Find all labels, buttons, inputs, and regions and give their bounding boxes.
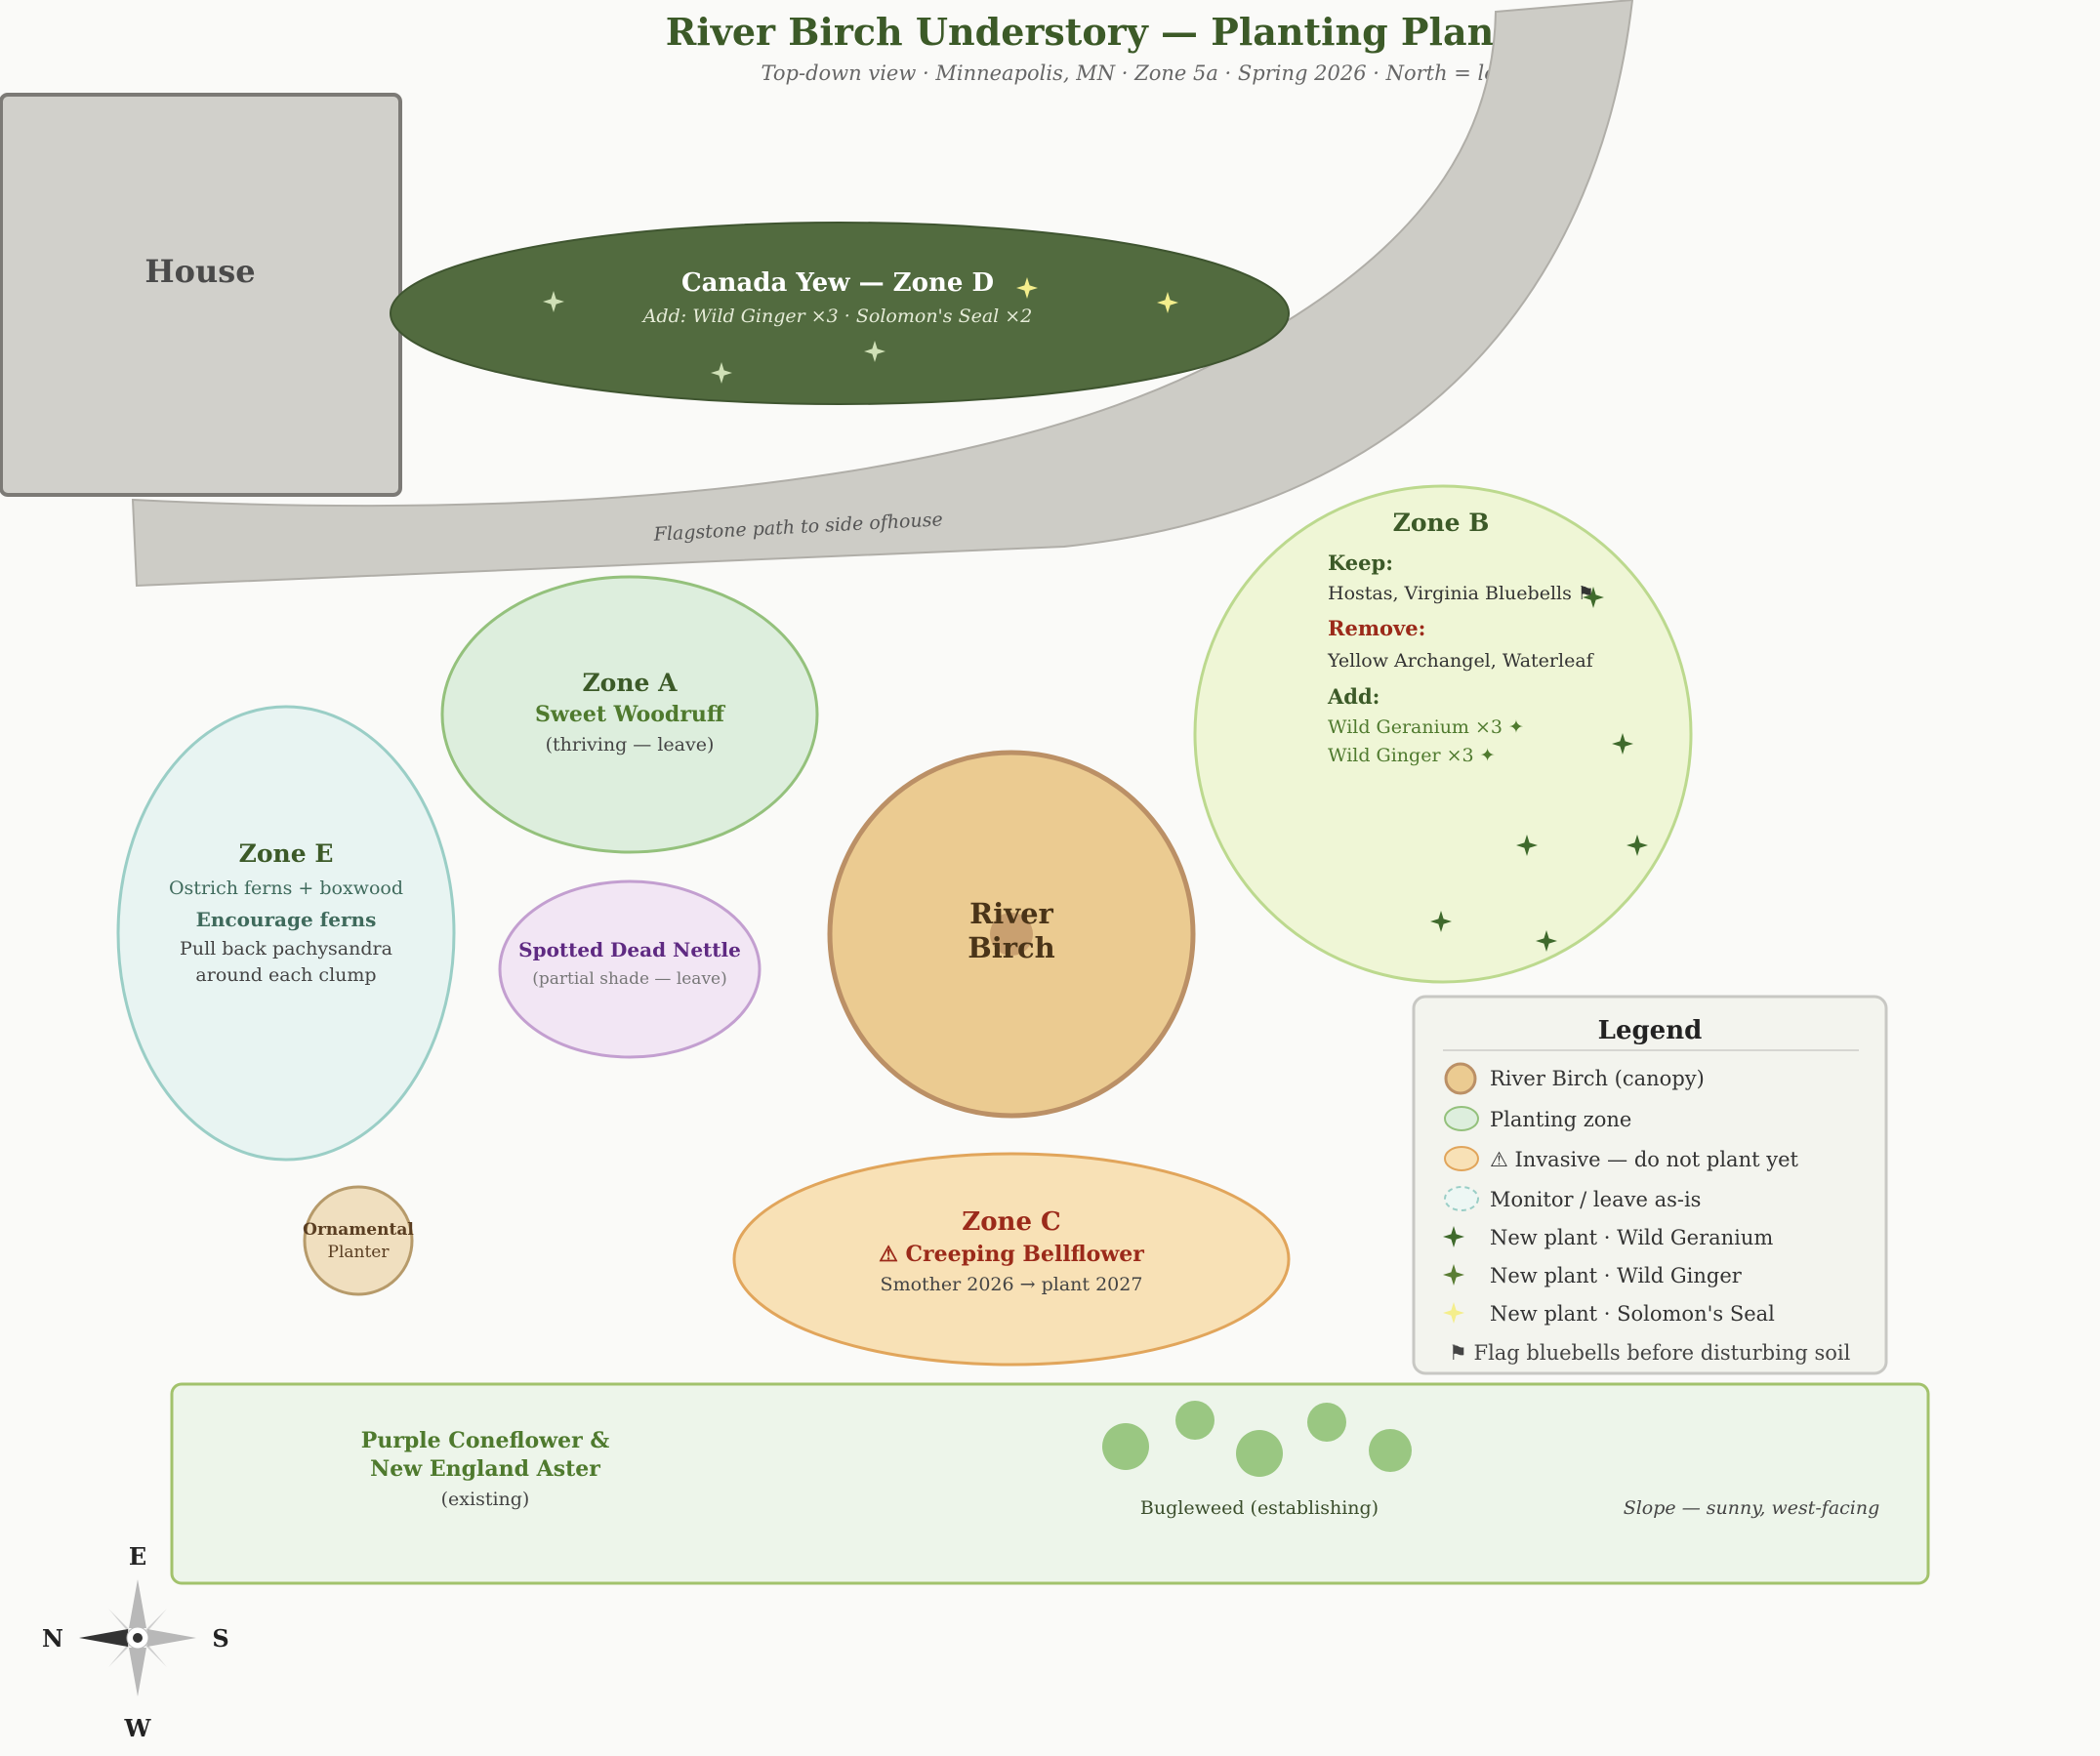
zone-c-note: Smother 2026 → plant 2027 — [881, 1274, 1143, 1295]
zone-d-title: Canada Yew — Zone D — [681, 268, 994, 298]
legend: Legend River Birch (canopy) Planting zon… — [1412, 995, 1888, 1375]
compass-south-arrow-icon — [147, 1629, 196, 1647]
zone-e-line-2: Encourage ferns — [196, 908, 377, 931]
zone-e-line-4: around each clump — [195, 964, 376, 986]
legend-label: River Birch (canopy) — [1490, 1067, 1705, 1090]
zone-b-add-item-1: Wild Geranium ×3 ✦ — [1328, 716, 1524, 738]
legend-item-wild-ginger: New plant · Wild Ginger — [1443, 1264, 1743, 1287]
legend-label: New plant · Solomon's Seal — [1490, 1302, 1775, 1326]
page-subtitle: Top-down view · Minneapolis, MN · Zone 5… — [762, 61, 1507, 85]
coneflower-line-1: Purple Coneflower & — [361, 1428, 610, 1453]
zone-d: Canada Yew — Zone D Add: Wild Ginger ×3 … — [390, 222, 1290, 405]
nettle-title: Spotted Dead Nettle — [518, 938, 741, 961]
monitor-swatch-icon — [1444, 1186, 1479, 1211]
zone-e: Zone E Ostrich ferns + boxwood Encourage… — [116, 705, 456, 1162]
planter-line-2: Planter — [328, 1243, 391, 1262]
bugleweed-icon — [1369, 1429, 1412, 1472]
compass-s-label: S — [212, 1624, 228, 1653]
compass-east-arrow-icon — [129, 1579, 146, 1628]
zone-d-note: Add: Wild Ginger ×3 · Solomon's Seal ×2 — [641, 306, 1033, 327]
zone-e-line-3: Pull back pachysandra — [180, 938, 392, 960]
zone-b: Zone B Keep: Hostas, Virginia Bluebells … — [1193, 484, 1693, 984]
zone-c-title: Zone C — [962, 1207, 1061, 1237]
zone-b-add-item-2: Wild Ginger ×3 ✦ — [1328, 745, 1496, 766]
house-label: House — [144, 253, 255, 290]
spotted-dead-nettle-zone: Spotted Dead Nettle (partial shade — lea… — [498, 879, 762, 1059]
compass-e-label: E — [129, 1542, 146, 1571]
compass-rose — [79, 1579, 196, 1696]
zone-a: Zone A Sweet Woodruff (thriving — leave) — [440, 575, 819, 854]
compass-north-arrow-icon — [79, 1629, 128, 1647]
legend-item-solomons-seal: New plant · Solomon's Seal — [1443, 1302, 1775, 1326]
invasive-swatch-icon — [1444, 1146, 1479, 1171]
legend-label: Planting zone — [1490, 1108, 1631, 1131]
house: House — [0, 93, 402, 497]
coneflower-line-2: New England Aster — [370, 1456, 600, 1482]
zone-c: Zone C ⚠ Creeping Bellflower Smother 202… — [732, 1152, 1291, 1367]
zone-a-plant: Sweet Woodruff — [535, 702, 726, 727]
bugleweed-icon — [1236, 1430, 1283, 1477]
birch-label-line-1: River — [969, 897, 1053, 930]
legend-item-river-birch: River Birch (canopy) — [1444, 1062, 1705, 1095]
zone-b-remove-items: Yellow Archangel, Waterleaf — [1327, 650, 1595, 672]
birch-trunk — [990, 913, 1033, 956]
legend-item-planting-zone: Planting zone — [1444, 1106, 1631, 1131]
birch-label-line-2: Birch — [968, 931, 1055, 964]
slope-note: Slope — sunny, west-facing — [1624, 1497, 1880, 1519]
compass-n-label: N — [42, 1624, 63, 1653]
legend-item-invasive: ⚠ Invasive — do not plant yet — [1444, 1146, 1798, 1171]
zone-e-line-1: Ostrich ferns + boxwood — [169, 878, 403, 899]
legend-label: New plant · Wild Geranium — [1490, 1226, 1773, 1249]
zone-b-keep-label: Keep: — [1328, 551, 1393, 575]
zone-a-note: (thriving — leave) — [546, 734, 715, 755]
nettle-note: (partial shade — leave) — [532, 969, 727, 989]
zone-b-title: Zone B — [1393, 509, 1490, 537]
coneflower-note: (existing) — [441, 1489, 530, 1510]
zone-c-warning: ⚠ Creeping Bellflower — [879, 1242, 1144, 1267]
planter-line-1: Ornamental — [303, 1220, 414, 1240]
bugleweed-icon — [1175, 1401, 1215, 1440]
legend-label: New plant · Wild Ginger — [1490, 1264, 1743, 1287]
bugleweed-icon — [1102, 1423, 1149, 1470]
legend-title: Legend — [1598, 1016, 1703, 1045]
legend-flag-note: ⚑ Flag bluebells before disturbing soil — [1449, 1341, 1851, 1365]
birch-swatch-icon — [1444, 1062, 1477, 1095]
compass-west-arrow-icon — [129, 1648, 146, 1696]
zone-b-keep-items: Hostas, Virginia Bluebells ⚑ — [1328, 583, 1594, 604]
legend-item-wild-geranium: New plant · Wild Geranium — [1443, 1226, 1773, 1249]
bugleweed-icon — [1307, 1403, 1346, 1442]
compass-w-label: W — [124, 1714, 152, 1742]
slope-bed: Purple Coneflower & New England Aster (e… — [170, 1382, 1930, 1585]
zone-b-remove-label: Remove: — [1328, 616, 1425, 640]
zone-e-title: Zone E — [239, 839, 334, 868]
legend-item-monitor: Monitor / leave as-is — [1444, 1186, 1701, 1211]
flagstone-path — [131, 0, 1634, 588]
legend-label: Monitor / leave as-is — [1490, 1188, 1701, 1211]
ornamental-planter: Ornamental Planter — [303, 1185, 414, 1296]
zone-swatch-icon — [1444, 1106, 1479, 1131]
bugleweed-label: Bugleweed (establishing) — [1140, 1497, 1379, 1519]
zone-b-add-label: Add: — [1327, 684, 1379, 709]
page-title: River Birch Understory — Planting Plan — [666, 10, 1494, 54]
zone-a-title: Zone A — [582, 669, 678, 697]
legend-label: ⚠ Invasive — do not plant yet — [1490, 1148, 1798, 1171]
river-birch: River Birch — [827, 750, 1196, 1119]
